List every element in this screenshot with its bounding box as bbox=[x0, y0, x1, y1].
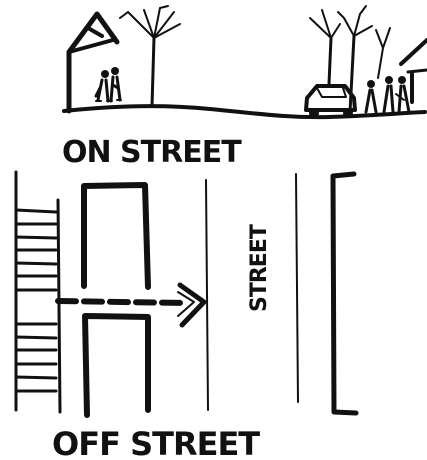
ground-line bbox=[64, 106, 425, 117]
on-street-label: ON STREET bbox=[62, 135, 242, 170]
car-icon bbox=[306, 86, 355, 118]
building-lower bbox=[85, 316, 148, 415]
on-street-section: ON STREET bbox=[62, 6, 427, 170]
street-label: STREET bbox=[247, 224, 272, 312]
right-bracket bbox=[333, 174, 356, 413]
street-edge-left bbox=[206, 180, 208, 410]
people-left-icon bbox=[96, 67, 121, 101]
street-edge-right bbox=[296, 174, 298, 402]
building-stripes bbox=[16, 210, 56, 391]
off-street-section: STREET OFF STREET bbox=[16, 172, 356, 460]
off-street-label: OFF STREET bbox=[52, 425, 260, 460]
lot-line bbox=[58, 200, 60, 412]
people-right-icon bbox=[366, 76, 409, 112]
building-upper bbox=[84, 185, 148, 287]
house-left-icon bbox=[69, 14, 117, 111]
tree-left-icon bbox=[120, 6, 180, 106]
